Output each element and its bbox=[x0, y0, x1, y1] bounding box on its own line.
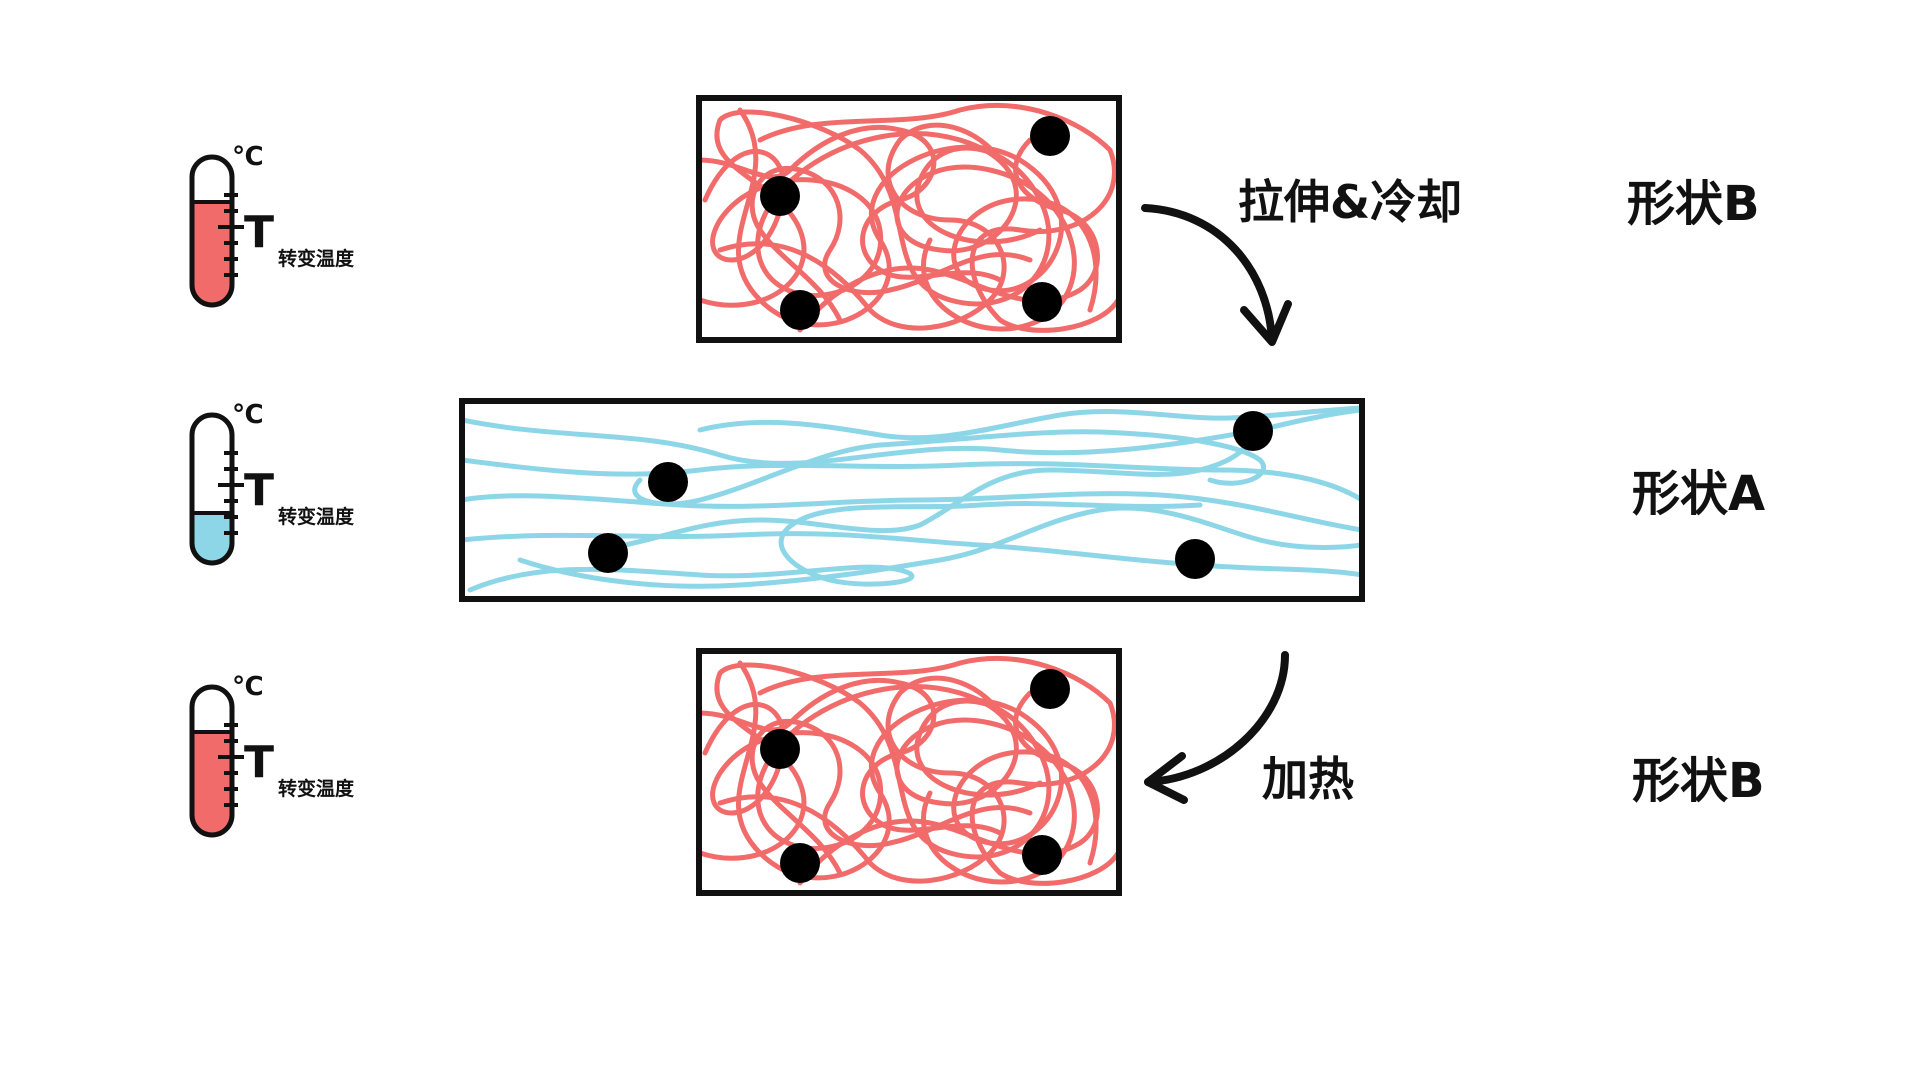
arrow-stretch-cool bbox=[1141, 204, 1292, 346]
thermometer-ticks bbox=[218, 451, 244, 535]
shape-label-bottom: 形状B bbox=[1632, 753, 1765, 809]
thermometer-ticks bbox=[218, 193, 244, 277]
transition-temp-label: 转变温度 bbox=[278, 505, 355, 528]
thermometer-tube bbox=[189, 684, 235, 838]
crosslink-points bbox=[760, 669, 1070, 883]
crosslink-points bbox=[588, 411, 1273, 579]
thermometer-middle: ℃ T 转变温度 bbox=[189, 400, 355, 566]
transition-temp-label: 转变温度 bbox=[278, 247, 355, 270]
polymer-chain bbox=[462, 457, 1362, 503]
polymer-chain bbox=[749, 719, 1033, 876]
thermometer-tube bbox=[189, 154, 235, 308]
thermometer-fill bbox=[192, 732, 232, 835]
thermometer-tube bbox=[189, 412, 235, 566]
transition-temp-label: 转变温度 bbox=[278, 777, 355, 800]
thermometer-fill bbox=[192, 513, 232, 563]
unit-label: ℃ bbox=[232, 400, 263, 430]
unit-label: ℃ bbox=[232, 672, 263, 702]
polymer-chain bbox=[757, 656, 1119, 886]
polymer-chain bbox=[699, 677, 1003, 836]
polymer-chain bbox=[699, 124, 1003, 283]
polymer-box-bottom bbox=[696, 648, 1122, 896]
transition-t-label: T bbox=[244, 207, 274, 258]
polymer-chain bbox=[462, 531, 1362, 578]
transition-t-label: T bbox=[244, 465, 274, 516]
polymer-chain bbox=[757, 103, 1119, 333]
polymer-chain bbox=[632, 429, 1266, 507]
shape-label-middle: 形状A bbox=[1632, 466, 1765, 522]
polymer-chain bbox=[749, 166, 1033, 323]
unit-label: ℃ bbox=[232, 142, 263, 172]
crosslink-points bbox=[760, 116, 1070, 330]
thermometer-top: ℃ T 转变温度 bbox=[189, 142, 355, 308]
stretch-cool-label: 拉伸&冷却 bbox=[1238, 175, 1462, 229]
shape-label-top: 形状B bbox=[1627, 176, 1760, 232]
heat-label: 加热 bbox=[1262, 752, 1354, 806]
polymer-chain bbox=[462, 491, 1362, 533]
arrow-heat bbox=[1144, 651, 1289, 804]
thermometer-fill bbox=[192, 202, 232, 305]
thermometer-bottom: ℃ T 转变温度 bbox=[189, 672, 355, 838]
polymer-box-top bbox=[696, 95, 1122, 343]
polymer-chain bbox=[517, 505, 1362, 589]
transition-t-label: T bbox=[244, 737, 274, 788]
polymer-chain bbox=[467, 501, 1203, 593]
polymer-box-middle bbox=[459, 398, 1365, 602]
polymer-chain bbox=[597, 417, 1255, 553]
thermometer-ticks bbox=[218, 723, 244, 807]
